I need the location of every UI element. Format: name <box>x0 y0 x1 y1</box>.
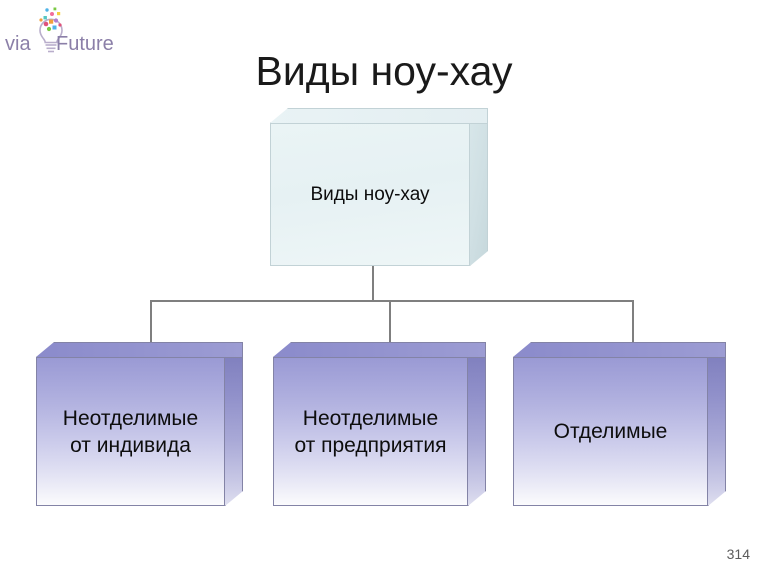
node-child-inseparable-from-enterprise[interactable]: Неотделимые от предприятия <box>273 342 486 506</box>
node-root-label: Виды ноу-хау <box>270 123 470 266</box>
node-child-top-face <box>273 342 486 357</box>
idea-dot-icon <box>50 12 54 16</box>
node-child-side-face <box>225 357 243 506</box>
node-child-side-face <box>708 357 726 506</box>
node-child-label-line2: от предприятия <box>294 433 447 457</box>
node-child-side-face <box>468 357 486 506</box>
node-child-top-face <box>36 342 243 357</box>
node-child-label-line2: от индивида <box>70 433 191 457</box>
connector-drop-right <box>632 300 634 348</box>
idea-dot-icon <box>43 21 49 27</box>
idea-dot-icon <box>43 16 47 20</box>
logo-word-via: via <box>5 33 31 55</box>
idea-dot-icon <box>52 25 57 30</box>
node-child-label-line1: Неотделимые <box>302 406 439 430</box>
logo[interactable]: via Future <box>4 4 116 58</box>
logo-svg: via Future <box>5 7 114 55</box>
node-child-separable[interactable]: Отделимые <box>513 342 726 506</box>
node-child-inseparable-from-individual[interactable]: Неотделимые от индивида <box>36 342 243 506</box>
node-child-label: Отделимые <box>513 357 708 506</box>
idea-dot-icon <box>39 18 43 22</box>
node-child-label: Неотделимые от предприятия <box>273 357 468 506</box>
connector-drop-middle <box>389 300 391 348</box>
node-root-top-face <box>270 108 488 123</box>
connector-trunk <box>372 266 374 301</box>
node-root[interactable]: Виды ноу-хау <box>270 108 488 266</box>
logo-word-future: Future <box>56 33 114 55</box>
idea-dot-icon <box>45 8 49 12</box>
idea-dot-icon <box>53 7 57 11</box>
page-title: Виды ноу-хау <box>255 48 513 94</box>
page-number: 314 <box>726 546 750 562</box>
bulb-glass-icon <box>39 18 63 44</box>
node-child-label-line1: Отделимые <box>553 420 668 443</box>
idea-dot-icon <box>46 26 52 32</box>
idea-dot-icon <box>57 12 61 16</box>
idea-dot-icon <box>49 19 54 24</box>
connector-drop-left <box>150 300 152 348</box>
idea-dot-icon <box>58 23 62 27</box>
node-child-top-face <box>513 342 726 357</box>
connector-bus <box>150 300 634 302</box>
idea-dot-icon <box>53 18 59 23</box>
node-child-label: Неотделимые от индивида <box>36 357 225 506</box>
node-child-label-line1: Неотделимые <box>62 406 199 430</box>
node-root-side-face <box>470 123 488 266</box>
